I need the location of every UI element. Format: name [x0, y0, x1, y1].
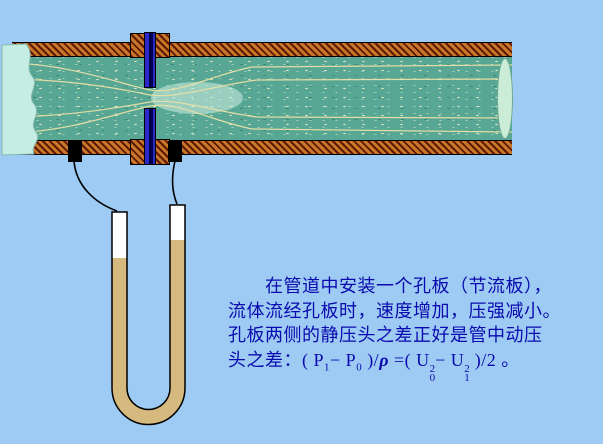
pipe-end-opening [497, 58, 513, 139]
streamline-1 [12, 62, 512, 92]
connector-tube-right [171, 160, 178, 205]
formula-minus-u: − U [435, 349, 465, 370]
pipe-fluid [12, 57, 512, 140]
formula-u1-subscript: 1 [464, 371, 470, 384]
pressure-tap-upstream [68, 141, 82, 162]
streamline-3 [12, 100, 512, 119]
connector-tube-left [73, 160, 118, 212]
vena-contracta-lens [151, 82, 243, 114]
orifice-plate-lower [144, 108, 156, 165]
formula-rho: ρ [379, 349, 389, 370]
formula-u0-subscript: 0 [429, 371, 436, 384]
pressure-tap-downstream [168, 141, 182, 162]
manometer-liquid [112, 240, 185, 425]
streamline-4 [12, 104, 512, 134]
formula-p0-subscript: 0 [356, 361, 363, 374]
formula-over: )/ [362, 349, 380, 370]
caption-line-3: 孔板两侧的静压头之差正好是管中动压 [228, 325, 543, 345]
caption-text: 在管道中安装一个孔板（节流板）， 流体流经孔板时，速度增加，压强减小。 孔板两侧… [228, 274, 603, 383]
formula-u0-superscript: 2 [429, 362, 436, 375]
formula-u1-superscript: 2 [464, 362, 470, 375]
orifice-plate-upper [144, 32, 156, 88]
pipe-break-edge [1, 43, 39, 156]
formula-minus-p: − P [330, 349, 357, 370]
formula-p1-subscript: 1 [324, 361, 331, 374]
formula-tail: )/2 。 [469, 349, 520, 370]
caption-line-1: 在管道中安装一个孔板（节流板）， [228, 276, 552, 296]
manometer-tube-outline [111, 204, 186, 426]
caption-line-2: 流体流经孔板时，速度增加，压强减小。 [228, 300, 561, 321]
formula-head: 头之差：( P [228, 349, 325, 370]
formula-equals-u: =( U [388, 349, 430, 370]
streamline-2 [12, 78, 512, 97]
streamlines-layer [12, 62, 512, 134]
